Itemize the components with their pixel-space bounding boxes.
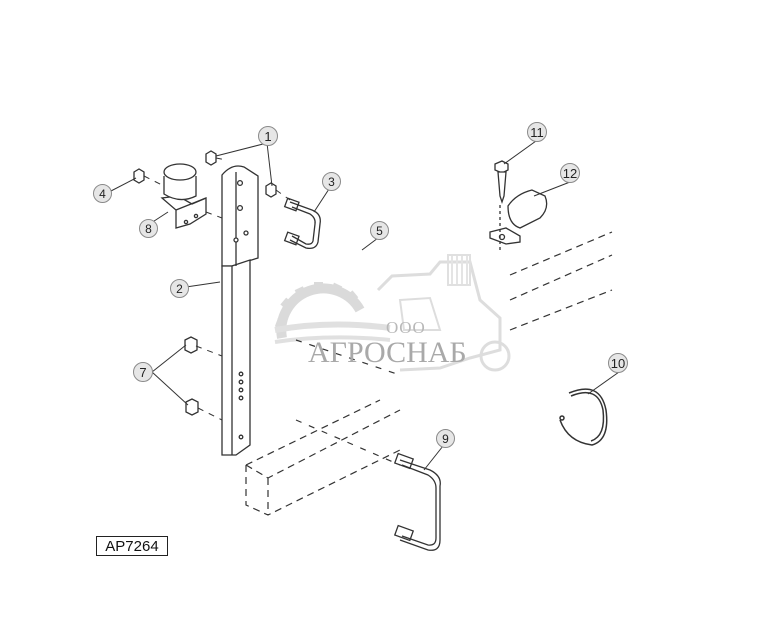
watermark-prefix: ООО [386,318,426,337]
large-u-bolt [393,452,441,551]
small-u-bolt [283,197,321,250]
watermark-brand: АГРОСНАБ [308,336,467,369]
figure-id-label: AP7264 [96,536,168,556]
callout-7: 7 [133,362,153,382]
clamp-band [559,388,608,446]
nuts [133,150,277,416]
screw-and-clip [489,160,548,252]
callout-8: 8 [139,219,158,238]
watermark-logo [274,254,511,372]
alignment-lines [143,157,291,421]
leader-lines [108,140,620,471]
callout-9: 9 [436,429,455,448]
callout-1: 1 [258,126,278,146]
bracket-with-cylinder [160,163,207,229]
vertical-bar [221,165,259,456]
callout-12: 12 [560,163,580,183]
callout-10: 10 [608,353,628,373]
callout-2: 2 [170,279,189,298]
callout-11: 11 [527,122,547,142]
callout-3: 3 [322,172,341,191]
callout-5: 5 [370,221,389,240]
callout-4: 4 [93,184,112,203]
phantom-tube [245,231,613,516]
